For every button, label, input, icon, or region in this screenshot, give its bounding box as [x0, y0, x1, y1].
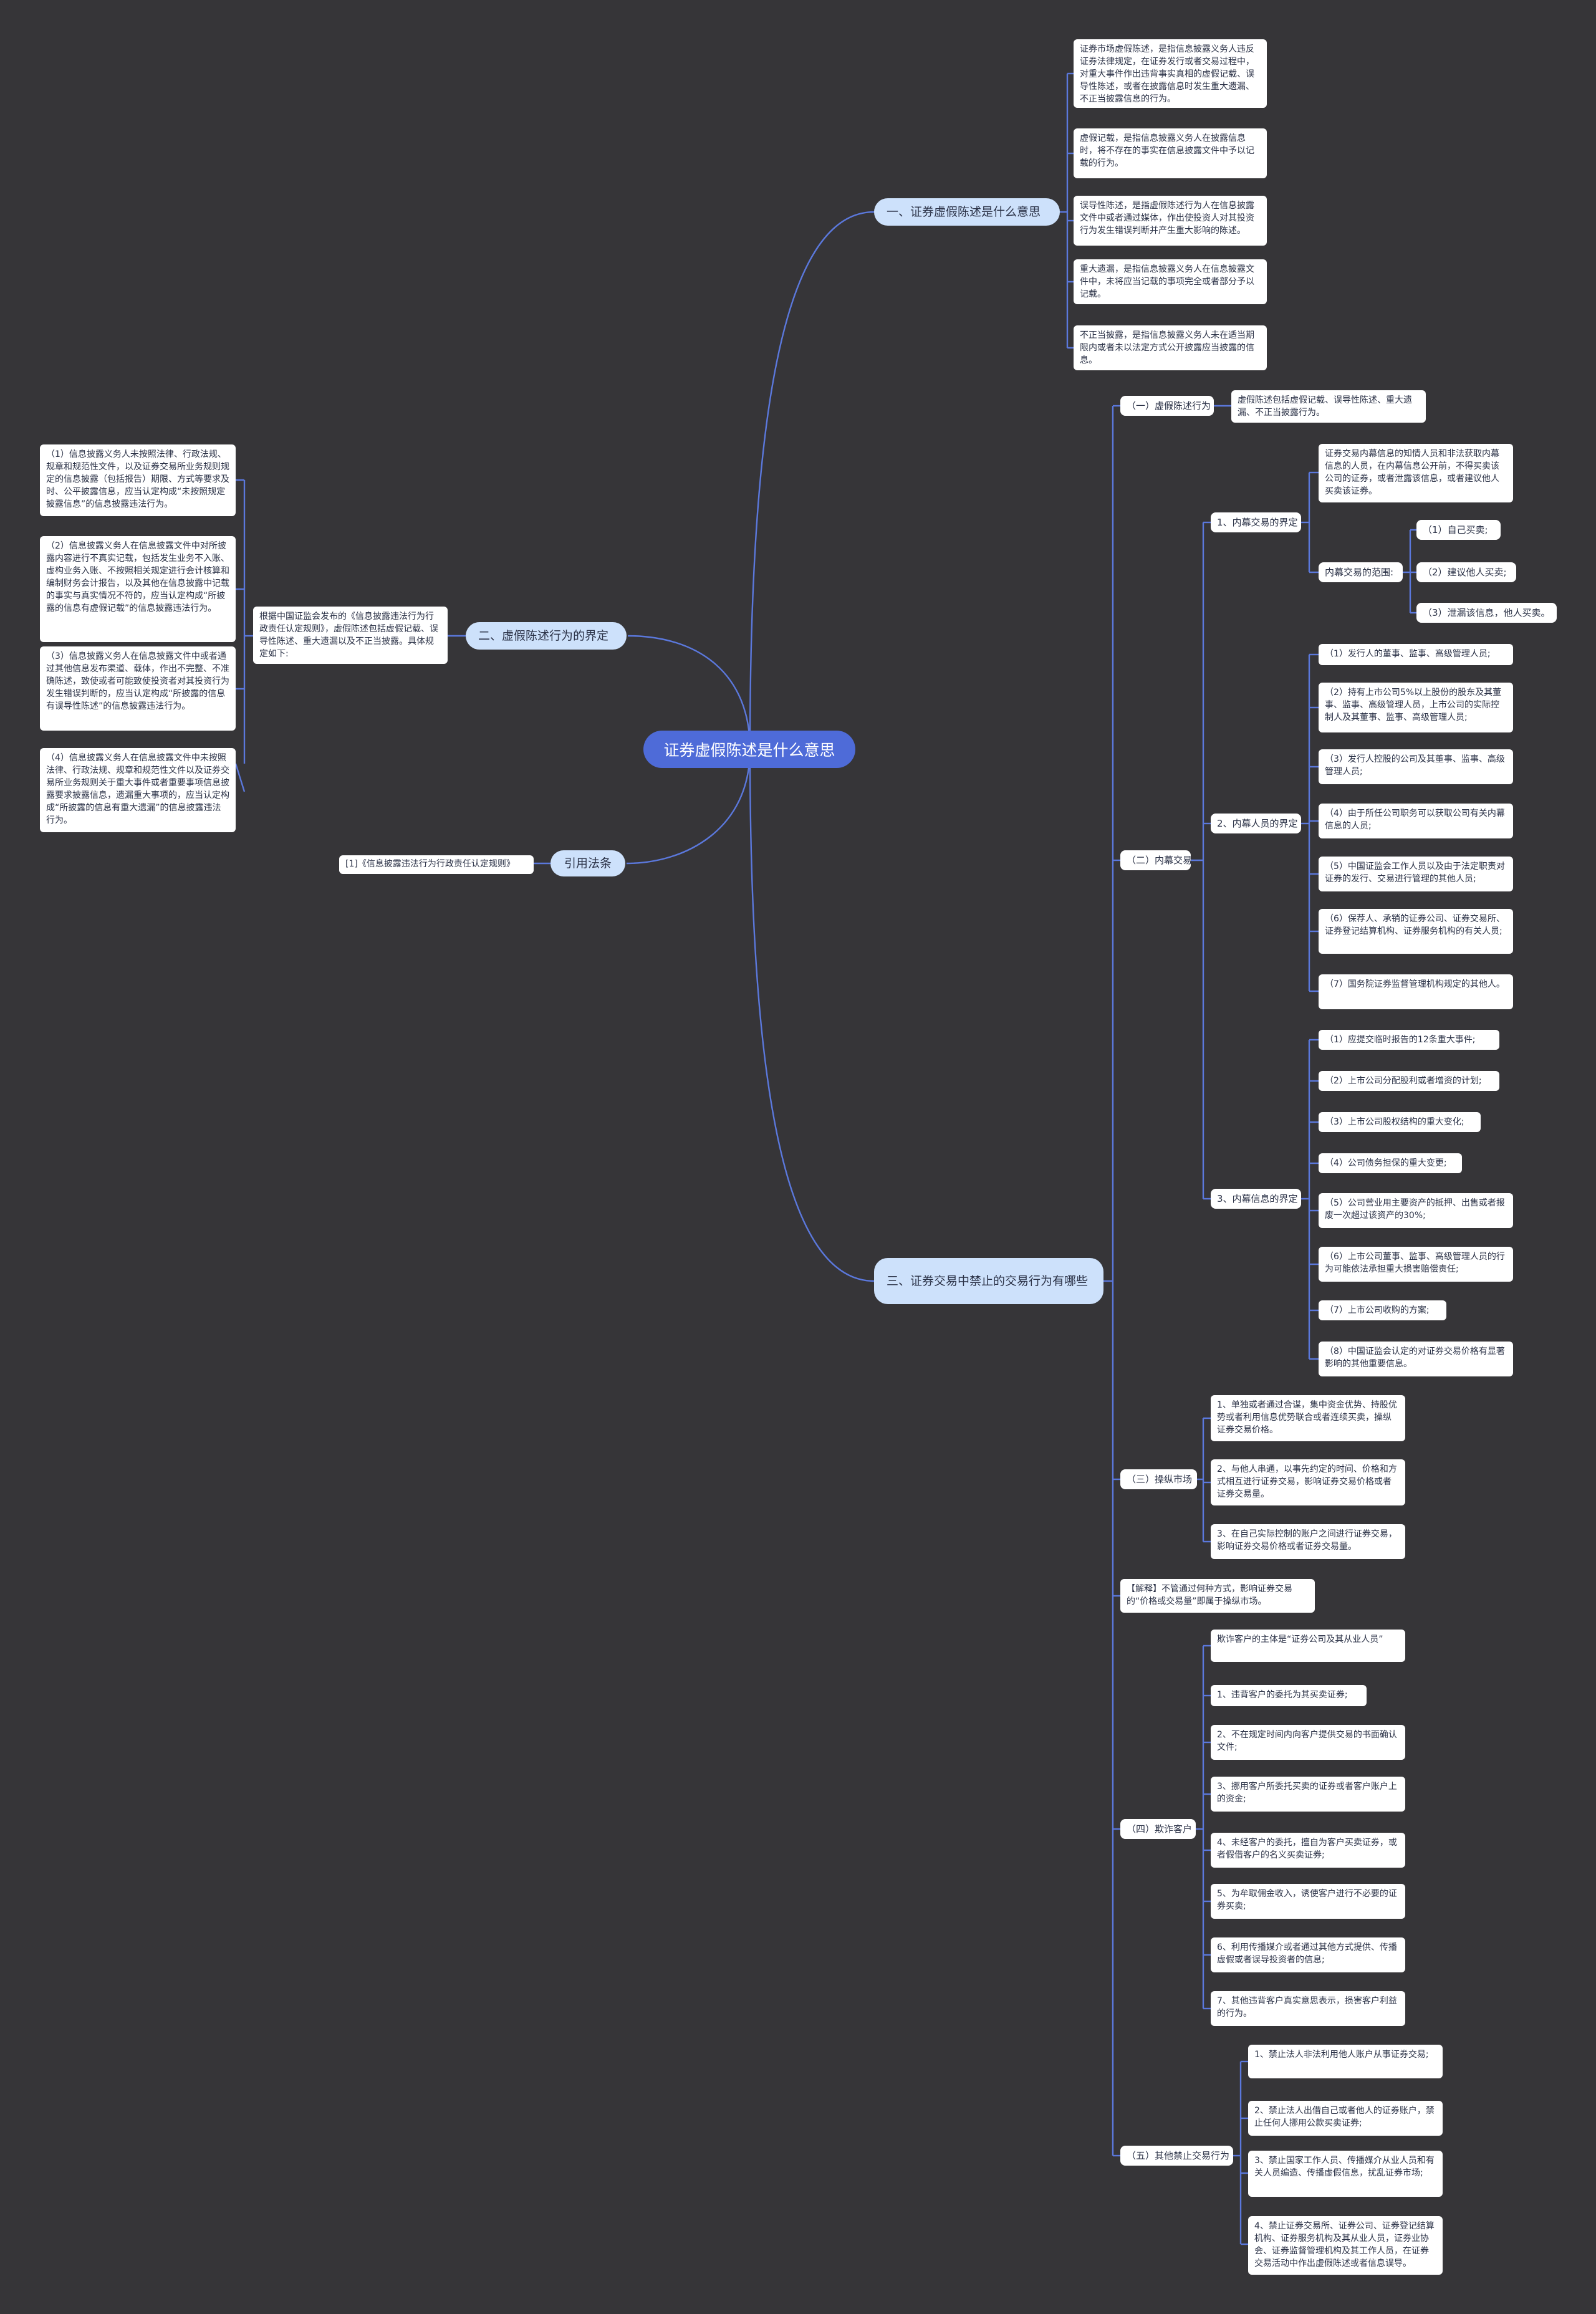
leaf-personnel-5[interactable]: （5）中国证监会工作人员以及由于法定职责对证券的发行、交易进行管理的其他人员; [1319, 857, 1513, 891]
sub-insider-trading-definition[interactable]: 1、内幕交易的界定 [1211, 512, 1301, 532]
leaf-fraud-subject[interactable]: 欺诈客户的主体是“证券公司及其从业人员” [1211, 1630, 1405, 1662]
leaf-scope-2[interactable]: （2）建议他人买卖; [1416, 562, 1516, 582]
branch-prohibited-trading[interactable]: 三、证券交易中禁止的交易行为有哪些 [874, 1258, 1103, 1304]
leaf-fraud-7[interactable]: 7、其他违背客户真实意思表示，损害客户利益的行为。 [1211, 1991, 1405, 2026]
leaf-info-7[interactable]: （7）上市公司收购的方案; [1319, 1300, 1446, 1320]
leaf-personnel-1[interactable]: （1）发行人的董事、监事、高级管理人员; [1319, 644, 1513, 665]
leaf-manipulation-2[interactable]: 2、与他人串通，以事先约定的时间、价格和方式相互进行证券交易，影响证券交易价格或… [1211, 1459, 1405, 1505]
leaf-info-4[interactable]: （4）公司债务担保的重大变更; [1319, 1153, 1462, 1173]
branch-cited-law[interactable]: 引用法条 [550, 850, 625, 876]
leaf-info-8[interactable]: （8）中国证监会认定的对证券交易价格有显著影响的其他重要信息。 [1319, 1342, 1513, 1376]
leaf-scope-1[interactable]: （1）自己买卖; [1416, 520, 1501, 540]
sub-insider-information-definition[interactable]: 3、内幕信息的界定 [1211, 1189, 1301, 1209]
leaf-sec1-misleading[interactable]: 误导性陈述，是指虚假陈述行为人在信息披露文件中或者通过媒体，作出使投资人对其投资… [1074, 196, 1267, 246]
leaf-sec2-item-4[interactable]: （4）信息披露义务人在信息披露文件中未按照法律、行政法规、规章和规范性文件以及证… [40, 748, 236, 832]
leaf-personnel-4[interactable]: （4）由于所任公司职务可以获取公司有关内幕信息的人员; [1319, 804, 1513, 838]
leaf-info-5[interactable]: （5）公司营业用主要资产的抵押、出售或者报废一次超过该资产的30%; [1319, 1193, 1513, 1228]
leaf-sec1-omission[interactable]: 重大遗漏，是指信息披露义务人在信息披露文件中，未将应当记载的事项完全或者部分予以… [1074, 259, 1267, 304]
group-insider-trading[interactable]: （二）内幕交易 [1120, 850, 1192, 870]
leaf-other-1[interactable]: 1、禁止法人非法利用他人账户从事证券交易; [1248, 2045, 1443, 2078]
leaf-g1-item[interactable]: 虚假陈述包括虚假记载、误导性陈述、重大遗漏、不正当披露行为。 [1231, 390, 1426, 423]
group-other-prohibited[interactable]: （五）其他禁止交易行为 [1120, 2146, 1233, 2166]
leaf-other-4[interactable]: 4、禁止证券交易所、证券公司、证券登记结算机构、证券服务机构及其从业人员，证券业… [1248, 2216, 1443, 2275]
leaf-personnel-3[interactable]: （3）发行人控股的公司及其董事、监事、高级管理人员; [1319, 749, 1513, 784]
group-false-statement-behavior[interactable]: （一）虚假陈述行为 [1120, 396, 1214, 416]
note-manipulation-explanation[interactable]: 【解释】不管通过何种方式，影响证券交易的“价格或交易量”即属于操纵市场。 [1120, 1579, 1315, 1613]
leaf-insider-definition[interactable]: 证券交易内幕信息的知情人员和非法获取内幕信息的人员，在内幕信息公开前，不得买卖该… [1319, 444, 1513, 502]
sub-insider-personnel-definition[interactable]: 2、内幕人员的界定 [1211, 814, 1301, 833]
leaf-personnel-6[interactable]: （6）保荐人、承销的证券公司、证券交易所、证券登记结算机构、证券服务机构的有关人… [1319, 909, 1513, 954]
branch-false-statement-meaning[interactable]: 一、证券虚假陈述是什么意思 [874, 198, 1060, 226]
leaf-sec1-definition[interactable]: 证券市场虚假陈述，是指信息披露义务人违反证券法律规定，在证券发行或者交易过程中，… [1074, 39, 1267, 108]
leaf-other-2[interactable]: 2、禁止法人出借自己或者他人的证券账户，禁止任何人挪用公款买卖证券; [1248, 2101, 1443, 2136]
leaf-sec2-item-1[interactable]: （1）信息披露义务人未按照法律、行政法规、规章和规范性文件，以及证券交易所业务规… [40, 444, 236, 516]
leaf-sec2-item-2[interactable]: （2）信息披露义务人在信息披露文件中对所披露内容进行不真实记载，包括发生业务不入… [40, 536, 236, 642]
leaf-sec1-improper[interactable]: 不正当披露，是指信息披露义务人未在适当期限内或者未以法定方式公开披露应当披露的信… [1074, 325, 1267, 370]
leaf-fraud-4[interactable]: 4、未经客户的委托，擅自为客户买卖证券，或者假借客户的名义买卖证券; [1211, 1833, 1405, 1868]
branch-false-statement-definition[interactable]: 二、虚假陈述行为的界定 [466, 622, 627, 650]
leaf-info-6[interactable]: （6）上市公司董事、监事、高级管理人员的行为可能依法承担重大损害赔偿责任; [1319, 1247, 1513, 1282]
leaf-other-3[interactable]: 3、禁止国家工作人员、传播媒介从业人员和有关人员编造、传播虚假信息，扰乱证券市场… [1248, 2151, 1443, 2197]
leaf-personnel-7[interactable]: （7）国务院证券监督管理机构规定的其他人。 [1319, 974, 1513, 1009]
root-topic[interactable]: 证券虚假陈述是什么意思 [643, 731, 855, 768]
leaf-manipulation-1[interactable]: 1、单独或者通过合谋，集中资金优势、持股优势或者利用信息优势联合或者连续买卖，操… [1211, 1395, 1405, 1441]
leaf-cited-law-item[interactable]: [1]《信息披露违法行为行政责任认定规则》 [339, 855, 534, 874]
leaf-sec1-false-record[interactable]: 虚假记载，是指信息披露义务人在披露信息时，将不存在的事实在信息披露文件中予以记载… [1074, 128, 1267, 178]
leaf-info-1[interactable]: （1）应提交临时报告的12条重大事件; [1319, 1030, 1499, 1050]
leaf-fraud-3[interactable]: 3、挪用客户所委托买卖的证券或者客户账户上的资金; [1211, 1777, 1405, 1812]
leaf-sec2-item-3[interactable]: （3）信息披露义务人在信息披露文件中或者通过其他信息发布渠道、载体，作出不完整、… [40, 646, 236, 731]
leaf-fraud-6[interactable]: 6、利用传播媒介或者通过其他方式提供、传播虚假或者误导投资者的信息; [1211, 1937, 1405, 1972]
leaf-info-2[interactable]: （2）上市公司分配股利或者增资的计划; [1319, 1071, 1499, 1091]
leaf-fraud-2[interactable]: 2、不在规定时间内向客户提供交易的书面确认文件; [1211, 1725, 1405, 1760]
group-customer-fraud[interactable]: （四）欺诈客户 [1120, 1819, 1196, 1839]
leaf-info-3[interactable]: （3）上市公司股权结构的重大变化; [1319, 1112, 1481, 1132]
leaf-scope-3[interactable]: （3）泄漏该信息，他人买卖。 [1416, 603, 1557, 623]
group-market-manipulation[interactable]: （三）操纵市场 [1120, 1469, 1197, 1489]
leaf-fraud-1[interactable]: 1、违背客户的委托为其买卖证券; [1211, 1685, 1367, 1706]
leaf-sec2-intro[interactable]: 根据中国证监会发布的《信息披露违法行为行政责任认定规则》，虚假陈述包括虚假记载、… [253, 607, 448, 664]
leaf-manipulation-3[interactable]: 3、在自己实际控制的账户之间进行证券交易，影响证券交易价格或者证券交易量。 [1211, 1524, 1405, 1559]
leaf-personnel-2[interactable]: （2）持有上市公司5%以上股份的股东及其董事、监事、高级管理人员，上市公司的实际… [1319, 683, 1513, 732]
sub-insider-trading-scope[interactable]: 内幕交易的范围: [1319, 562, 1403, 582]
leaf-fraud-5[interactable]: 5、为牟取佣金收入，诱使客户进行不必要的证券买卖; [1211, 1884, 1405, 1919]
